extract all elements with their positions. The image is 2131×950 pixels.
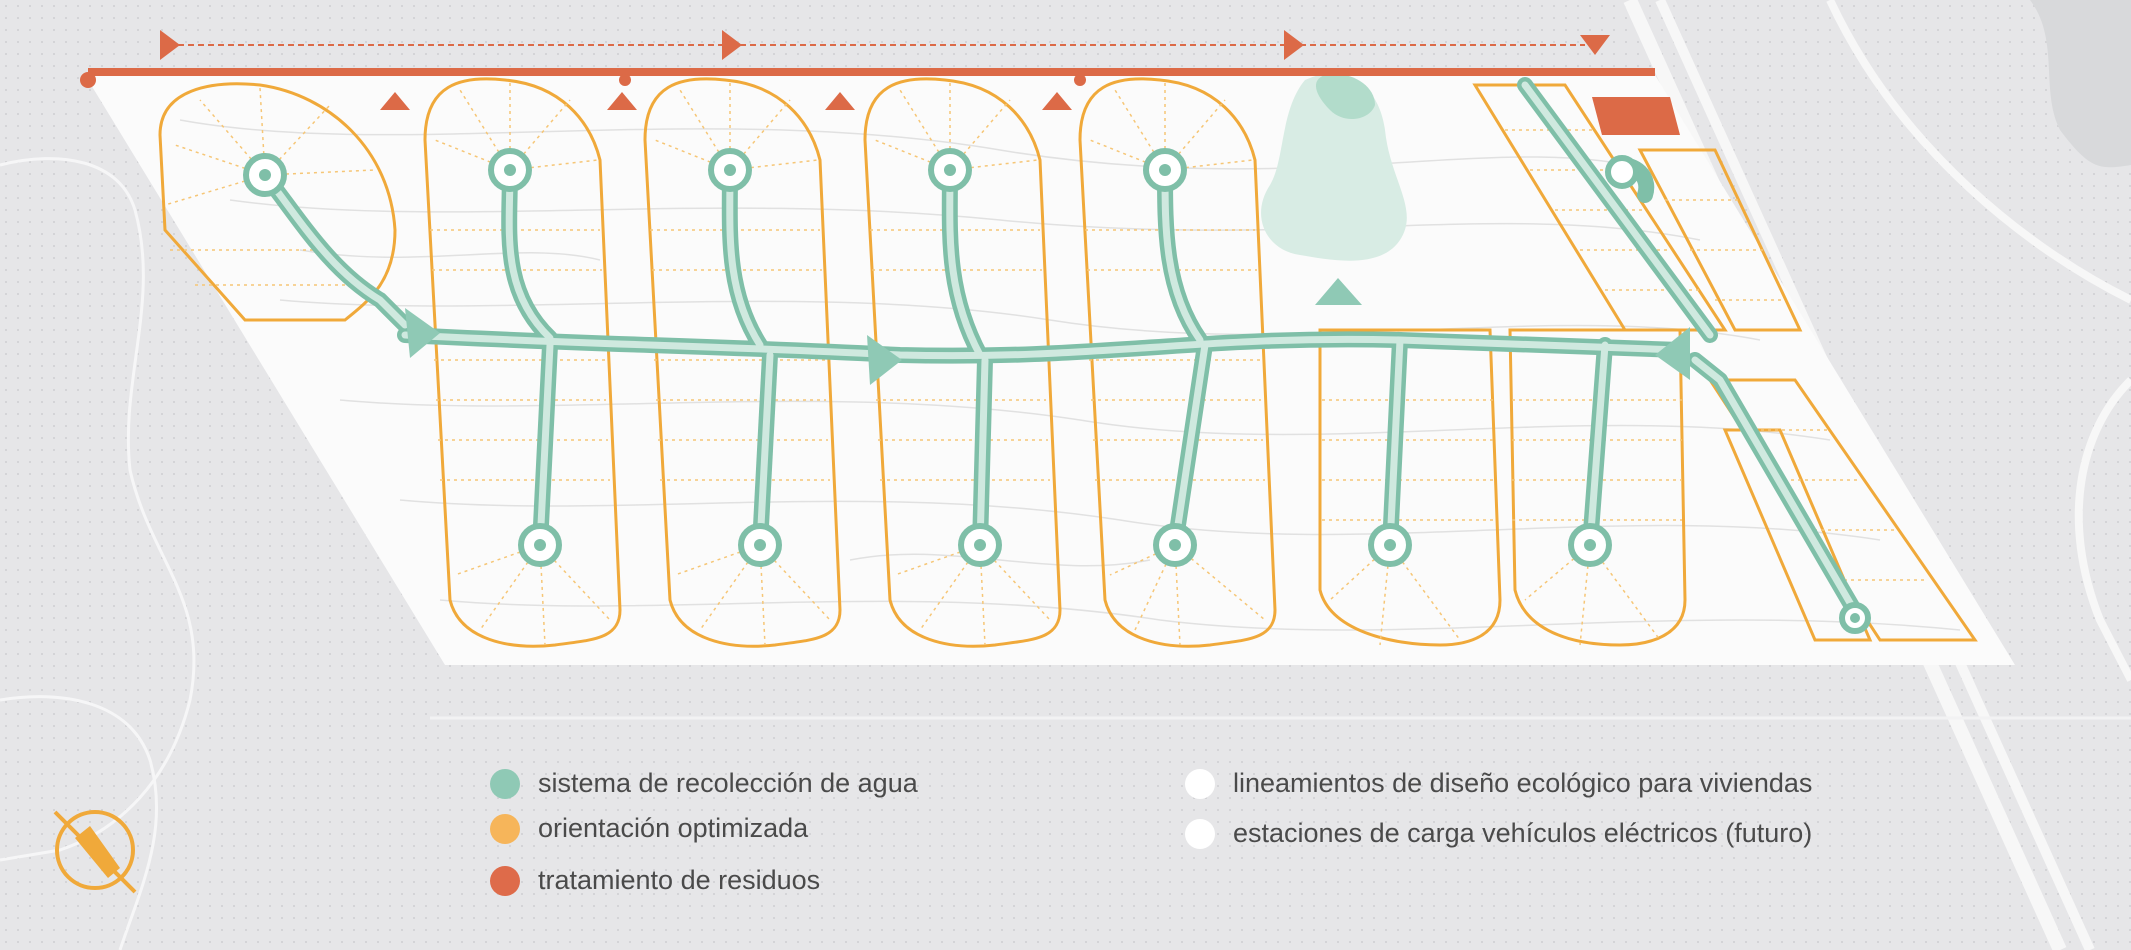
waste-flow-arrows [160,30,1610,60]
legend-label: lineamientos de diseño ecológico para vi… [1233,768,1813,798]
legend-item-eco-design: lineamientos de diseño ecológico para vi… [1185,768,1812,799]
orientation-lots [158,77,1978,648]
pond-deep [1315,74,1375,120]
legend-label: sistema de recolección de agua [538,768,918,798]
legend-label: estaciones de carga vehículos eléctricos… [1233,818,1813,848]
topographic-contours [179,119,1961,631]
legend-item-ev-charging: estaciones de carga vehículos eléctricos… [1185,818,1812,849]
legend-item-waste: tratamiento de residuos [490,865,820,896]
legend-item-orientation: orientación optimizada [490,813,808,844]
pond [1261,73,1407,261]
waste-swatch-icon [490,865,520,896]
compass-north-icon [53,810,137,894]
waste-treatment-plant [1592,97,1680,135]
water-flow-arrows [405,278,1690,385]
eco-design-swatch-icon [1185,768,1215,799]
legend-label: tratamiento de residuos [538,865,821,895]
legend-item-water: sistema de recolección de agua [490,768,918,799]
water-body-corner [2030,0,2131,168]
water-swatch-icon [490,768,520,799]
water-collection-nodes [243,148,1871,634]
terrain-curve [0,695,158,950]
ev-charging-swatch-icon [1185,818,1215,849]
legend-label: orientación optimizada [538,813,809,843]
terrain-curve [0,157,196,862]
orientation-swatch-icon [490,813,520,844]
waste-line [80,68,1655,88]
waste-points [380,92,1072,110]
